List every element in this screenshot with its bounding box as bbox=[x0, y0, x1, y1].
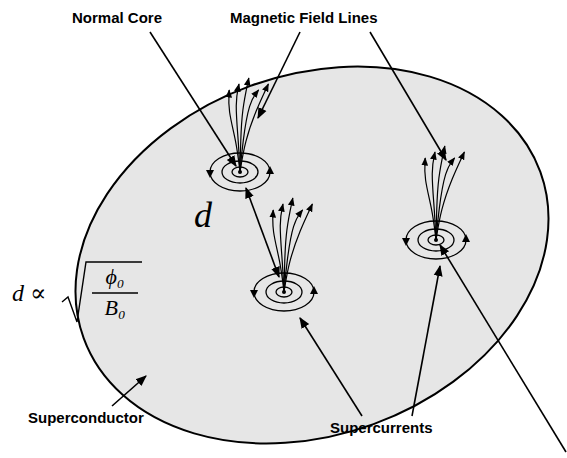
formula-text: d ∝ bbox=[12, 280, 46, 306]
leader-line bbox=[300, 318, 362, 416]
current-arrow bbox=[402, 238, 410, 246]
radical-sign bbox=[62, 262, 142, 322]
current-arrow bbox=[462, 234, 470, 242]
current-arrow bbox=[250, 290, 258, 298]
field-line bbox=[432, 152, 436, 240]
formula-numerator: ϕ₀ bbox=[92, 265, 138, 289]
vortex bbox=[250, 198, 318, 311]
part-label: Supercurrents bbox=[330, 420, 433, 437]
leader-line bbox=[412, 266, 440, 416]
leader-line bbox=[258, 32, 300, 118]
normal-core bbox=[238, 170, 242, 174]
part-label: Superconductor bbox=[28, 410, 144, 427]
current-arrow bbox=[206, 170, 214, 178]
field-line bbox=[425, 158, 436, 240]
vortex bbox=[402, 146, 470, 259]
field-line bbox=[236, 84, 240, 172]
part-label: Normal Core bbox=[72, 10, 162, 27]
spacing-arrow bbox=[246, 188, 279, 277]
field-line bbox=[240, 84, 268, 172]
normal-core bbox=[282, 290, 286, 294]
fraction-bar bbox=[92, 292, 138, 293]
field-line bbox=[284, 204, 312, 292]
spacing-symbol: d bbox=[194, 196, 212, 236]
part-label: Magnetic Field Lines bbox=[230, 10, 378, 27]
leader-line bbox=[112, 376, 146, 406]
formula-denominator: B₀ bbox=[92, 296, 138, 320]
leader-line bbox=[370, 32, 446, 160]
leader-line bbox=[440, 245, 566, 452]
normal-core bbox=[434, 238, 438, 242]
leader-line bbox=[150, 32, 236, 166]
current-arrow bbox=[310, 286, 318, 294]
superconductor-body bbox=[22, 3, 567, 458]
field-line bbox=[280, 204, 284, 292]
field-line bbox=[273, 210, 284, 292]
current-arrow bbox=[266, 166, 274, 174]
field-line bbox=[229, 90, 240, 172]
field-line bbox=[436, 152, 464, 240]
